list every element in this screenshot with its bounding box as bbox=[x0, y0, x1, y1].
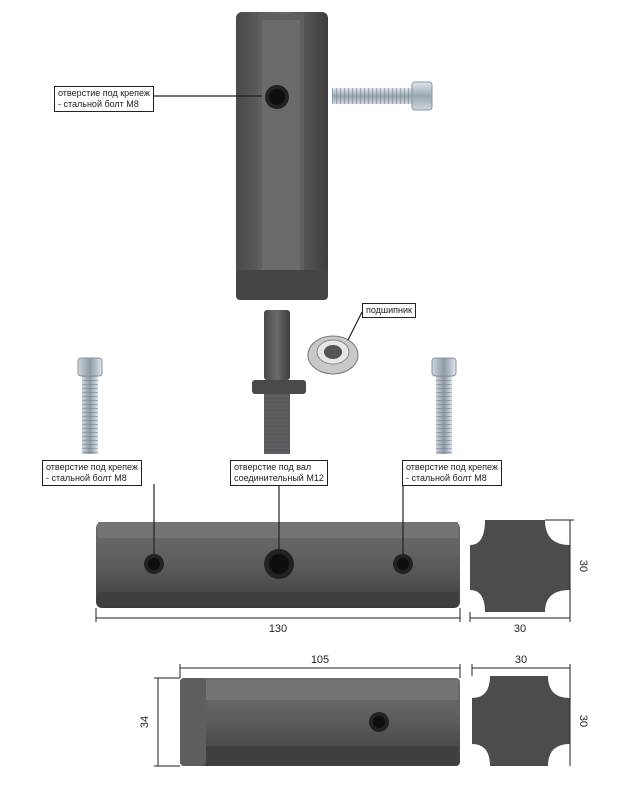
label-top-hole: отверстие под крепеж - стальной болт М8 bbox=[54, 86, 154, 112]
bearing-leader bbox=[347, 311, 363, 341]
label-bearing: подшипник bbox=[362, 303, 416, 318]
bolt-m8-right bbox=[431, 357, 457, 454]
vertical-profile bbox=[236, 12, 328, 300]
label-right-hole: отверстие под крепеж - стальной болт М8 bbox=[402, 460, 502, 486]
dim-long-length: 130 bbox=[269, 623, 287, 635]
long-profile bbox=[96, 522, 460, 608]
dimension-lines bbox=[95, 519, 574, 767]
short-profile bbox=[180, 678, 460, 766]
bearing bbox=[307, 335, 359, 375]
leader-lines bbox=[153, 95, 404, 556]
label-left-hole: отверстие под крепеж - стальной болт М8 bbox=[42, 460, 142, 486]
dim-short-length: 105 bbox=[311, 654, 329, 666]
bolt-m8-left bbox=[77, 357, 103, 454]
dim-square-height-1: 30 bbox=[577, 560, 589, 572]
cross-section-2 bbox=[472, 676, 570, 766]
dim-square-width-1: 30 bbox=[514, 623, 526, 635]
dim-short-height: 34 bbox=[139, 716, 151, 728]
shaft-m12 bbox=[252, 310, 306, 454]
label-shaft-hole: отверстие под вал соединительный М12 bbox=[230, 460, 328, 486]
cross-section-1 bbox=[470, 520, 570, 612]
dim-square-width-2: 30 bbox=[515, 654, 527, 666]
dim-square-height-2: 30 bbox=[577, 715, 589, 727]
bolt-m8-top bbox=[332, 81, 433, 111]
